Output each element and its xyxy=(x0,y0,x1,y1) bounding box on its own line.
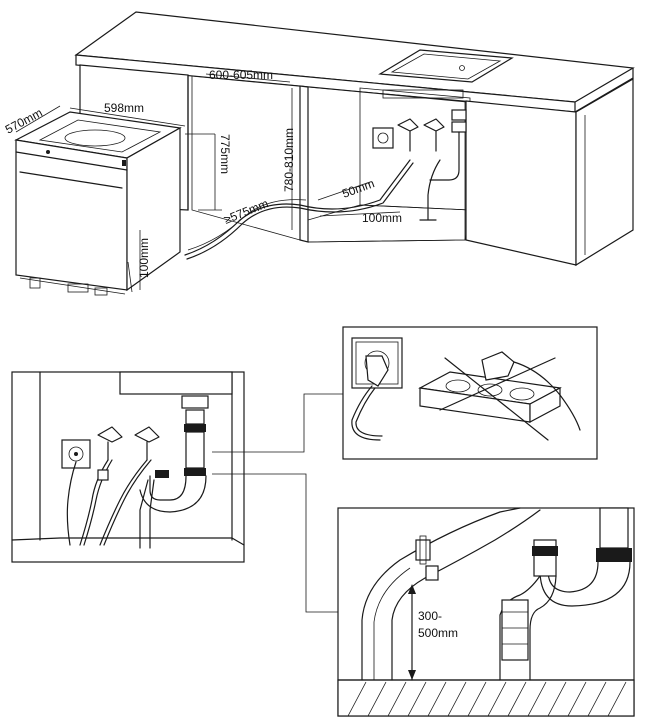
callout-socket xyxy=(212,393,343,453)
dishwasher xyxy=(14,73,401,296)
cabinet-height-label: 780-810mm xyxy=(282,128,296,192)
callout-hose xyxy=(212,473,338,613)
cabinet-width-label: 600-605mm xyxy=(209,68,273,82)
height-label: 775mm xyxy=(218,134,232,174)
under-sink-detail xyxy=(11,371,245,563)
hose-loop-label-2: 500mm xyxy=(418,626,458,640)
hose-loop-callout xyxy=(337,507,635,717)
width-label: 598mm xyxy=(104,101,144,115)
socket-height-label: 50mm xyxy=(340,176,376,201)
socket-callout xyxy=(342,326,598,460)
hose-loop-label-1: 300- xyxy=(418,609,442,623)
hose-min-label: ≥575mm xyxy=(222,196,270,226)
socket-offset-label: 100mm xyxy=(362,211,402,225)
plinth-label: 100mm xyxy=(137,238,151,278)
